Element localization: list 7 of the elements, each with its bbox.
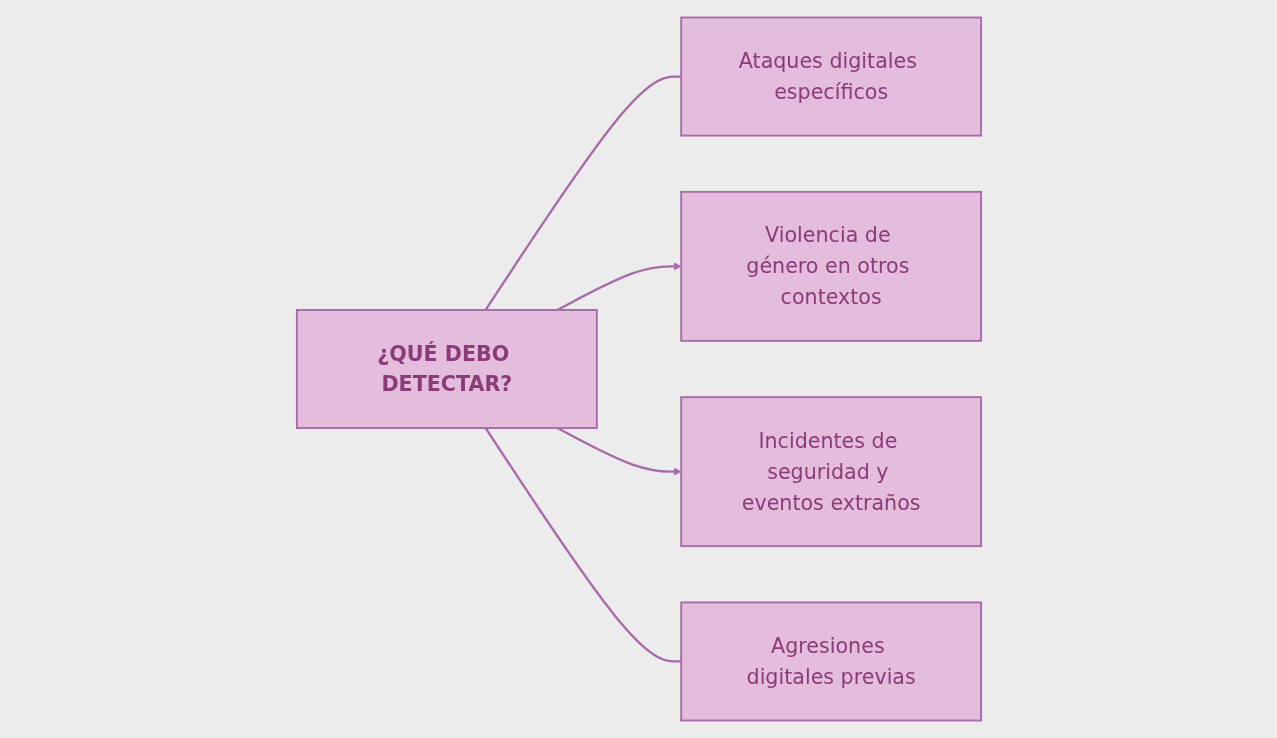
node-box: ¿QUÉ DEBO DETECTAR? (295, 309, 598, 429)
connector (484, 427, 681, 663)
node-box: Agresiones digitales previas (679, 601, 982, 722)
connector (484, 75, 681, 311)
node-box: Incidentes de seguridad y eventos extraños (679, 396, 982, 548)
node-box: Violencia de género en otros contextos (679, 190, 982, 342)
node-box: Ataques digitales específicos (679, 16, 982, 137)
